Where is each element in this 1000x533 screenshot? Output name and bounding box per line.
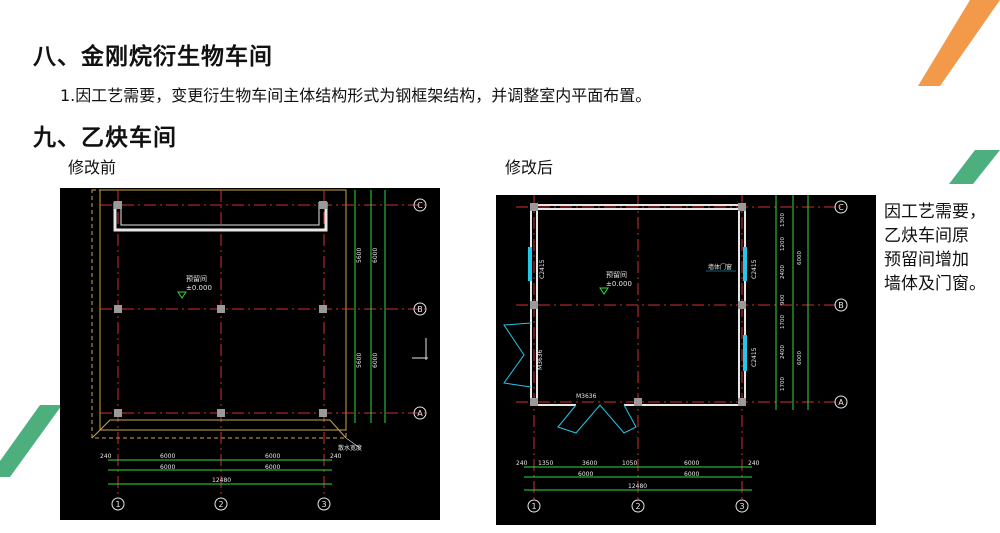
dim-segment: 6000 — [684, 460, 699, 467]
side-note-line: 墙体及门窗。 — [884, 274, 986, 294]
grid-number: 3 — [321, 500, 326, 509]
dim-right: 1300 — [780, 213, 786, 227]
dim-right: 5600 — [356, 248, 363, 263]
window-label: C2415 — [751, 259, 758, 279]
annotation-label: 墙体门窗 — [708, 263, 732, 271]
dim-right: 2400 — [780, 265, 786, 279]
side-note: 因工艺需要， 乙炔车间原 预留间增加 墙体及门窗。 — [884, 200, 1000, 296]
elevation-label: ±0.000 — [186, 284, 212, 292]
dim-segment: 3600 — [582, 460, 597, 467]
dim-right: 6000 — [797, 351, 803, 365]
grid-letter: A — [417, 409, 423, 418]
grid-number: 3 — [739, 502, 744, 511]
dim-bay: 6000 — [265, 453, 280, 460]
window-label: C2415 — [751, 347, 758, 367]
dim-bay: 6000 — [160, 464, 175, 471]
dim-right: 1200 — [780, 237, 786, 251]
side-note-line: 因工艺需要， — [884, 202, 986, 222]
dim-right: 6000 — [372, 353, 379, 368]
grid-number: 1 — [115, 500, 120, 509]
green-accent-stripe-top — [949, 150, 1000, 184]
grid-letter: C — [417, 201, 423, 210]
dim-right: 2400 — [780, 345, 786, 359]
grid-letter: B — [417, 305, 423, 314]
dim-edge: 240 — [748, 460, 760, 467]
side-note-line: 预留间增加 — [884, 250, 969, 270]
note-label: 散水宽度 — [338, 444, 362, 452]
dim-right: 5600 — [356, 353, 363, 368]
side-note-line: 乙炔车间原 — [884, 226, 969, 246]
grid-number: 2 — [218, 500, 223, 509]
dim-edge: 240 — [330, 453, 342, 460]
orange-accent-stripe — [918, 0, 1000, 86]
dim-bay: 6000 — [265, 464, 280, 471]
section-9-title: 九、乙炔车间 — [33, 125, 177, 151]
dim-right: 900 — [780, 294, 786, 305]
dim-bay: 6000 — [160, 453, 175, 460]
section-8-title: 八、金刚烷衍生物车间 — [33, 44, 273, 70]
dim-right: 6000 — [797, 251, 803, 265]
after-label: 修改后 — [505, 158, 554, 177]
dim-total: 12480 — [628, 483, 647, 490]
dim-right: 1700 — [780, 315, 786, 329]
before-label: 修改前 — [68, 158, 117, 177]
grid-letter: A — [838, 398, 844, 407]
cad-drawing-before: 预留间 ±0.000 散水宽度 5600 6000 5600 6000 C B … — [60, 188, 440, 520]
dim-bay: 6000 — [578, 471, 593, 478]
dim-edge: 240 — [100, 453, 112, 460]
dim-segment: 1350 — [538, 460, 553, 467]
dim-segment: 1050 — [622, 460, 637, 467]
grid-number: 2 — [635, 502, 640, 511]
dim-total: 12480 — [212, 477, 231, 484]
room-label: 预留间 — [186, 274, 207, 283]
grid-letter: B — [838, 301, 844, 310]
window-label: C2415 — [539, 259, 546, 279]
green-accent-stripe-bottom — [0, 405, 62, 477]
dim-edge: 240 — [516, 460, 528, 467]
dim-right: 1700 — [780, 377, 786, 391]
dim-bay: 6000 — [684, 471, 699, 478]
elevation-label: ±0.000 — [606, 280, 632, 288]
section-8-item-1: 1.因工艺需要，变更衍生物车间主体结构形式为钢框架结构，并调整室内平面布置。 — [60, 86, 652, 105]
grid-number: 1 — [531, 502, 536, 511]
grid-letter: C — [838, 203, 844, 212]
dim-right: 6000 — [372, 248, 379, 263]
cad-drawing-after: 预留间 ±0.000 M3636 M3636 C2415 C2415 C2415… — [496, 195, 876, 525]
door-label: M3636 — [576, 393, 597, 400]
room-label: 预留间 — [606, 270, 627, 279]
door-side-label: M3636 — [537, 349, 544, 370]
